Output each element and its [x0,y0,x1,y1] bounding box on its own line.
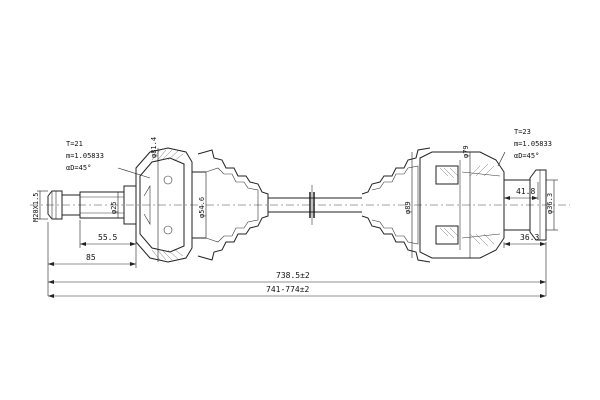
label-total-length: 738.5±2 [276,271,310,280]
label-36-3: 36.3 [520,233,539,242]
left-spec-angle: αD=45° [66,164,91,172]
label-55-5: 55.5 [98,233,117,242]
left-spec-teeth: T=21 [66,140,83,148]
left-spec-module: m=1.05833 [66,152,104,160]
dimension-lines [37,148,558,298]
main-shaft [268,185,362,225]
label-85: 85 [86,253,96,262]
right-boot [361,147,431,263]
label-length-range: 741-774±2 [266,285,310,294]
label-41-8: 41.8 [516,187,535,196]
label-thread: M20X1.5 [32,192,40,222]
label-phi79: φ79 [462,145,470,158]
left-boot [197,149,269,261]
label-phi54: φ54.6 [198,197,206,218]
right-spec-teeth: T=23 [514,128,531,136]
right-spec-module: m=1.05833 [514,140,552,148]
label-phi89: φ89 [404,201,412,214]
left-cv-joint [135,147,206,263]
right-joint-housing [419,151,547,259]
right-spec-angle: αD=45° [514,152,539,160]
label-phi36: φ36.3 [546,193,554,214]
label-phi25: φ25 [110,201,118,214]
label-phi81: φ81.4 [150,137,158,158]
